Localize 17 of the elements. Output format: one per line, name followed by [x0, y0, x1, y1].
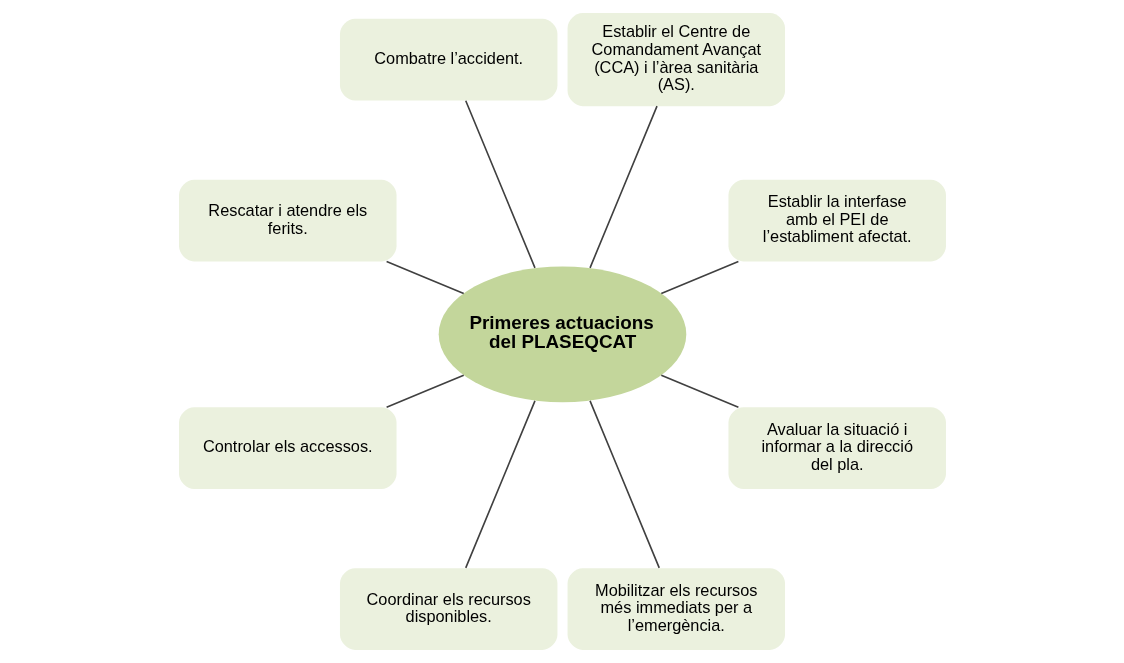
connector: [659, 260, 739, 295]
connector: [588, 400, 660, 569]
node-box: Combatre l’accident.: [339, 18, 557, 101]
node-box: Rescatar i atendre els ferits.: [178, 179, 397, 262]
connector: [385, 260, 465, 295]
connector: [588, 105, 658, 269]
connector: [385, 374, 465, 408]
node-box: Controlar els accessos.: [178, 407, 397, 489]
node-ellipse: Primeres actuacions del PLASEQCAT: [438, 266, 686, 403]
node-box: Avaluar la situació i informar a la direcció del pla.: [727, 407, 946, 489]
node-box: Establir la interfase amb el PEI de l’establiment afectat.: [727, 179, 946, 262]
node-box: Establir el Centre de Comandament Avançat (CCA) i l’àrea sanitària (AS).: [567, 13, 785, 107]
node-box: Mobilitzar els recursos més immediats per a l’emergència.: [567, 568, 785, 650]
connector: [659, 374, 739, 408]
node-box: Coordinar els recursos disponibles.: [339, 568, 557, 650]
connector: [464, 99, 536, 269]
connector: [464, 400, 536, 569]
